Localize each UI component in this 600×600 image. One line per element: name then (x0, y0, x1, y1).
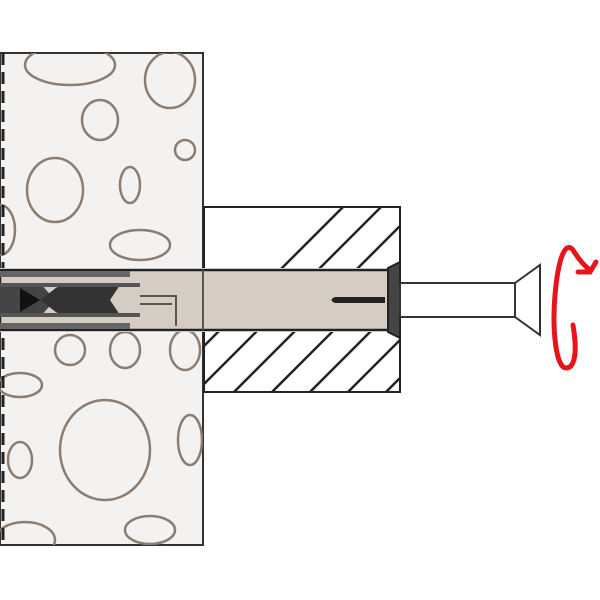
screw (399, 263, 541, 337)
screw-shaft (399, 282, 518, 318)
hatch-line (308, 300, 400, 392)
plug-slot (140, 295, 177, 326)
plug-expansion-teeth (0, 271, 140, 329)
aggregate-stones (0, 53, 203, 545)
rotation-arrow-icon (551, 245, 599, 371)
screw-head (514, 263, 541, 337)
plug-rear-slot (331, 297, 385, 303)
hatch-line (346, 338, 400, 392)
plug-collar (387, 260, 401, 340)
wall-plug (0, 260, 401, 340)
